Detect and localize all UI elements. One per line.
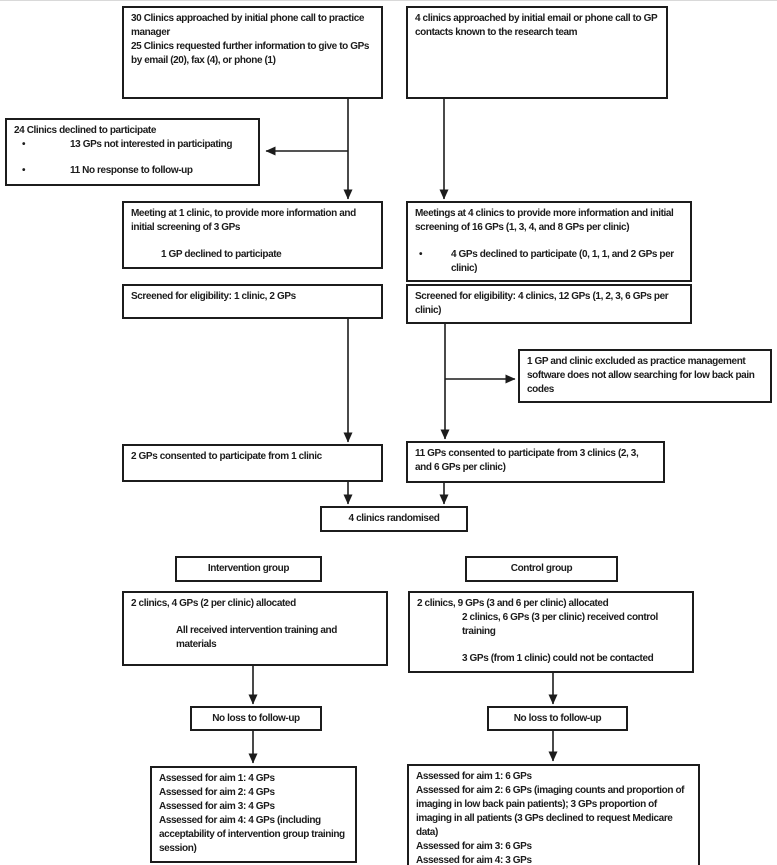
box-text-line: Assessed for aim 3: 4 GPs — [159, 801, 275, 812]
box-text-line: Intervention group — [207, 563, 290, 574]
box-text-line: 1 GP declined to participate — [161, 249, 282, 260]
box-text-line: Assessed for aim 1: 4 GPs — [159, 773, 275, 784]
box-text-line: 30 Clinics approached by initial phone c… — [131, 13, 365, 38]
box-text-line: Assessed for aim 4: 4 GPs (including acc… — [159, 815, 345, 854]
box-intervention-group-label: Intervention group — [175, 556, 322, 582]
box-text-line: 24 Clinics declined to participate — [14, 125, 157, 136]
box-assessed-control: Assessed for aim 1: 6 GPs Assessed for a… — [407, 764, 700, 865]
box-text-line: All received intervention training and m… — [176, 625, 337, 650]
box-text-line: 2 GPs consented to participate from 1 cl… — [131, 451, 322, 462]
box-text-line: Control group — [510, 563, 573, 574]
box-text-line: Meeting at 1 clinic, to provide more inf… — [131, 208, 356, 233]
box-text-line: Assessed for aim 2: 4 GPs — [159, 787, 275, 798]
bullet-text: 11 No response to follow-up — [70, 165, 193, 176]
box-text-line: 4 clinics randomised — [348, 513, 440, 524]
bullet-item: • 13 GPs not interested in participating — [14, 138, 251, 152]
bullet-text: 4 GPs declined to participate (0, 1, 1, … — [451, 249, 674, 274]
box-text-line: Assessed for aim 4: 3 GPs — [416, 855, 532, 865]
box-text-line: No loss to follow-up — [513, 712, 602, 724]
bullet-item: • 4 GPs declined to participate (0, 1, 1… — [415, 248, 683, 276]
box-text-line: 11 GPs consented to participate from 3 c… — [415, 448, 639, 473]
box-text-line: Assessed for aim 1: 6 GPs — [416, 771, 532, 782]
box-text-line: Meetings at 4 clinics to provide more in… — [415, 208, 674, 233]
box-assessed-intervention: Assessed for aim 1: 4 GPs Assessed for a… — [150, 766, 357, 863]
box-text-line: 2 clinics, 6 GPs (3 per clinic) received… — [462, 612, 658, 637]
box-text-line: 2 clinics, 9 GPs (3 and 6 per clinic) al… — [417, 598, 609, 609]
box-text-line: 2 clinics, 4 GPs (2 per clinic) allocate… — [131, 598, 296, 609]
bullet-icon: • — [22, 139, 26, 150]
box-text-line: 1 GP and clinic excluded as practice man… — [527, 356, 755, 395]
bullet-text: 13 GPs not interested in participating — [70, 139, 233, 150]
box-intervention-allocated: 2 clinics, 4 GPs (2 per clinic) allocate… — [122, 591, 388, 666]
box-clinics-declined: 24 Clinics declined to participate • 13 … — [5, 118, 260, 186]
bullet-icon: • — [419, 249, 423, 260]
box-excluded: 1 GP and clinic excluded as practice man… — [518, 349, 772, 403]
box-meeting-left: Meeting at 1 clinic, to provide more inf… — [122, 201, 383, 269]
bullet-icon: • — [22, 165, 26, 176]
box-control-allocated: 2 clinics, 9 GPs (3 and 6 per clinic) al… — [408, 591, 694, 673]
box-no-loss-left: No loss to follow-up — [190, 706, 322, 731]
box-control-group-label: Control group — [465, 556, 618, 582]
box-text-line: Screened for eligibility: 1 clinic, 2 GP… — [131, 291, 296, 302]
box-approached-phone: 30 Clinics approached by initial phone c… — [122, 6, 383, 99]
box-meeting-right: Meetings at 4 clinics to provide more in… — [406, 201, 692, 282]
box-approached-email: 4 clinics approached by initial email or… — [406, 6, 668, 99]
box-screened-right: Screened for eligibility: 4 clinics, 12 … — [406, 284, 692, 324]
box-text-line: Assessed for aim 3: 6 GPs — [416, 841, 532, 852]
box-randomised: 4 clinics randomised — [320, 506, 468, 532]
box-text-line: No loss to follow-up — [212, 712, 300, 724]
box-consented-left: 2 GPs consented to participate from 1 cl… — [122, 444, 383, 482]
box-text-line: 4 clinics approached by initial email or… — [415, 13, 658, 38]
box-consented-right: 11 GPs consented to participate from 3 c… — [406, 441, 665, 483]
box-text-line: 3 GPs (from 1 clinic) could not be conta… — [462, 653, 654, 664]
box-text-line: 25 Clinics requested further information… — [131, 41, 370, 66]
bullet-item: • 11 No response to follow-up — [14, 164, 251, 178]
box-text-line: Assessed for aim 2: 6 GPs (imaging count… — [416, 785, 685, 838]
box-no-loss-right: No loss to follow-up — [487, 706, 628, 731]
box-text-line: Screened for eligibility: 4 clinics, 12 … — [415, 291, 669, 316]
box-screened-left: Screened for eligibility: 1 clinic, 2 GP… — [122, 284, 383, 319]
